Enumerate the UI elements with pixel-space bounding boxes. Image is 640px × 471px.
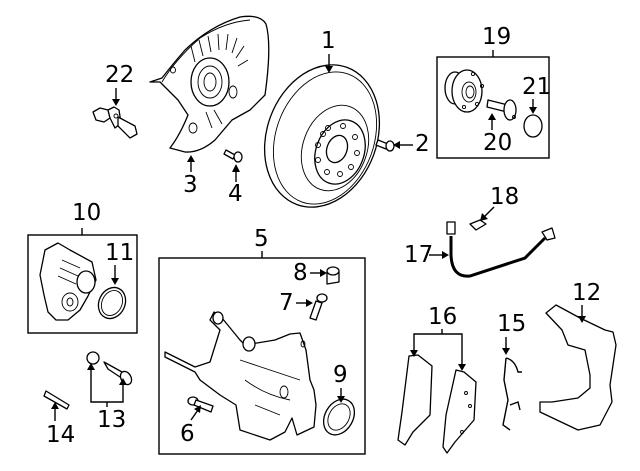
hose-clip-drawing[interactable] [469, 219, 487, 231]
hub-bolt-drawing[interactable] [486, 99, 517, 121]
callout-17[interactable]: 17 [404, 242, 434, 268]
motor-seal-drawing[interactable] [93, 283, 130, 323]
callout-14[interactable]: 14 [46, 422, 76, 448]
callout-6[interactable]: 6 [180, 421, 195, 447]
callout-20[interactable]: 20 [483, 130, 513, 156]
parking-brake-motor-drawing[interactable] [39, 242, 97, 321]
guide-pin-kit-drawing[interactable] [86, 351, 134, 387]
abs-sensor-drawing[interactable] [92, 106, 138, 139]
callout-22[interactable]: 22 [105, 62, 135, 88]
bleeder-cap-drawing[interactable] [326, 266, 340, 285]
callout-15[interactable]: 15 [497, 311, 527, 337]
callout-7[interactable]: 7 [279, 290, 294, 316]
shield-bolt-drawing[interactable] [223, 149, 243, 163]
splash-shield-drawing[interactable] [149, 15, 270, 153]
callout-3[interactable]: 3 [183, 172, 198, 198]
callout-18[interactable]: 18 [490, 184, 520, 210]
rotor-screw-drawing[interactable] [375, 139, 395, 152]
bleeder-screw-drawing[interactable] [309, 293, 328, 321]
callout-11[interactable]: 11 [105, 240, 135, 266]
pad-spring-drawing[interactable] [502, 357, 522, 431]
callout-5[interactable]: 5 [254, 226, 269, 252]
callout-4[interactable]: 4 [228, 181, 243, 207]
callout-9[interactable]: 9 [333, 362, 348, 388]
callout-21[interactable]: 21 [522, 74, 552, 100]
callout-1[interactable]: 1 [321, 28, 336, 54]
brake-hose-drawing[interactable] [446, 221, 556, 278]
brake-rotor-drawing[interactable] [245, 49, 398, 224]
caliper-drawing[interactable] [164, 311, 317, 441]
caliper-bolt-drawing[interactable] [187, 396, 214, 413]
hub-cap-drawing[interactable] [523, 114, 543, 138]
callout-13[interactable]: 13 [97, 407, 127, 433]
hub-bearing-drawing[interactable] [444, 69, 485, 113]
callout-10[interactable]: 10 [72, 200, 102, 226]
callout-12[interactable]: 12 [572, 280, 602, 306]
piston-seal-drawing[interactable] [317, 394, 360, 441]
callout-2[interactable]: 2 [415, 131, 430, 157]
guide-pin-drawing[interactable] [43, 390, 70, 410]
leader-lines [51, 50, 586, 421]
callout-16[interactable]: 16 [428, 304, 458, 330]
brake-pads-drawing[interactable] [397, 354, 477, 454]
callout-19[interactable]: 19 [482, 24, 512, 50]
caliper-support-drawing[interactable] [539, 304, 617, 431]
callout-8[interactable]: 8 [293, 260, 308, 286]
